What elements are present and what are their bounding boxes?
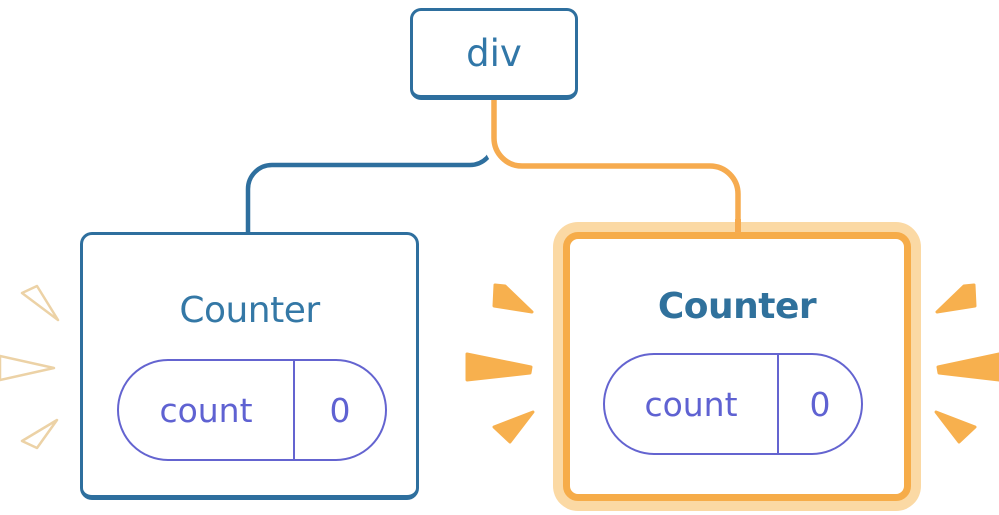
spark-burst-right <box>934 283 999 444</box>
counter-title: Counter <box>179 290 320 331</box>
spark-burst-middle <box>465 283 535 444</box>
spark-icon <box>20 284 60 322</box>
counter-card-right: Counter count 0 <box>563 232 911 501</box>
state-value: 0 <box>777 355 861 453</box>
spark-icon <box>936 352 999 382</box>
spark-burst-left <box>0 284 60 450</box>
state-key-label: count <box>159 390 253 430</box>
spark-icon <box>492 283 534 314</box>
connector-line-left <box>245 100 497 234</box>
tree-node-div-label: div <box>466 31 522 75</box>
spark-icon <box>465 352 533 382</box>
counter-title: Counter <box>657 286 817 327</box>
connector-casing <box>483 96 749 222</box>
connector-bridge-segment <box>735 219 741 233</box>
state-pill: count 0 <box>603 353 863 455</box>
tree-node-div: div <box>410 8 578 100</box>
spark-icon <box>0 354 56 382</box>
spark-icon <box>492 410 535 444</box>
spark-icon <box>20 418 59 450</box>
state-key-label: count <box>644 384 738 424</box>
spark-icon <box>934 410 977 444</box>
connector-line-right <box>491 96 741 222</box>
counter-card-left: Counter count 0 <box>80 232 419 500</box>
state-value: 0 <box>293 361 385 459</box>
state-pill: count 0 <box>117 359 387 461</box>
spark-icon <box>935 283 977 314</box>
